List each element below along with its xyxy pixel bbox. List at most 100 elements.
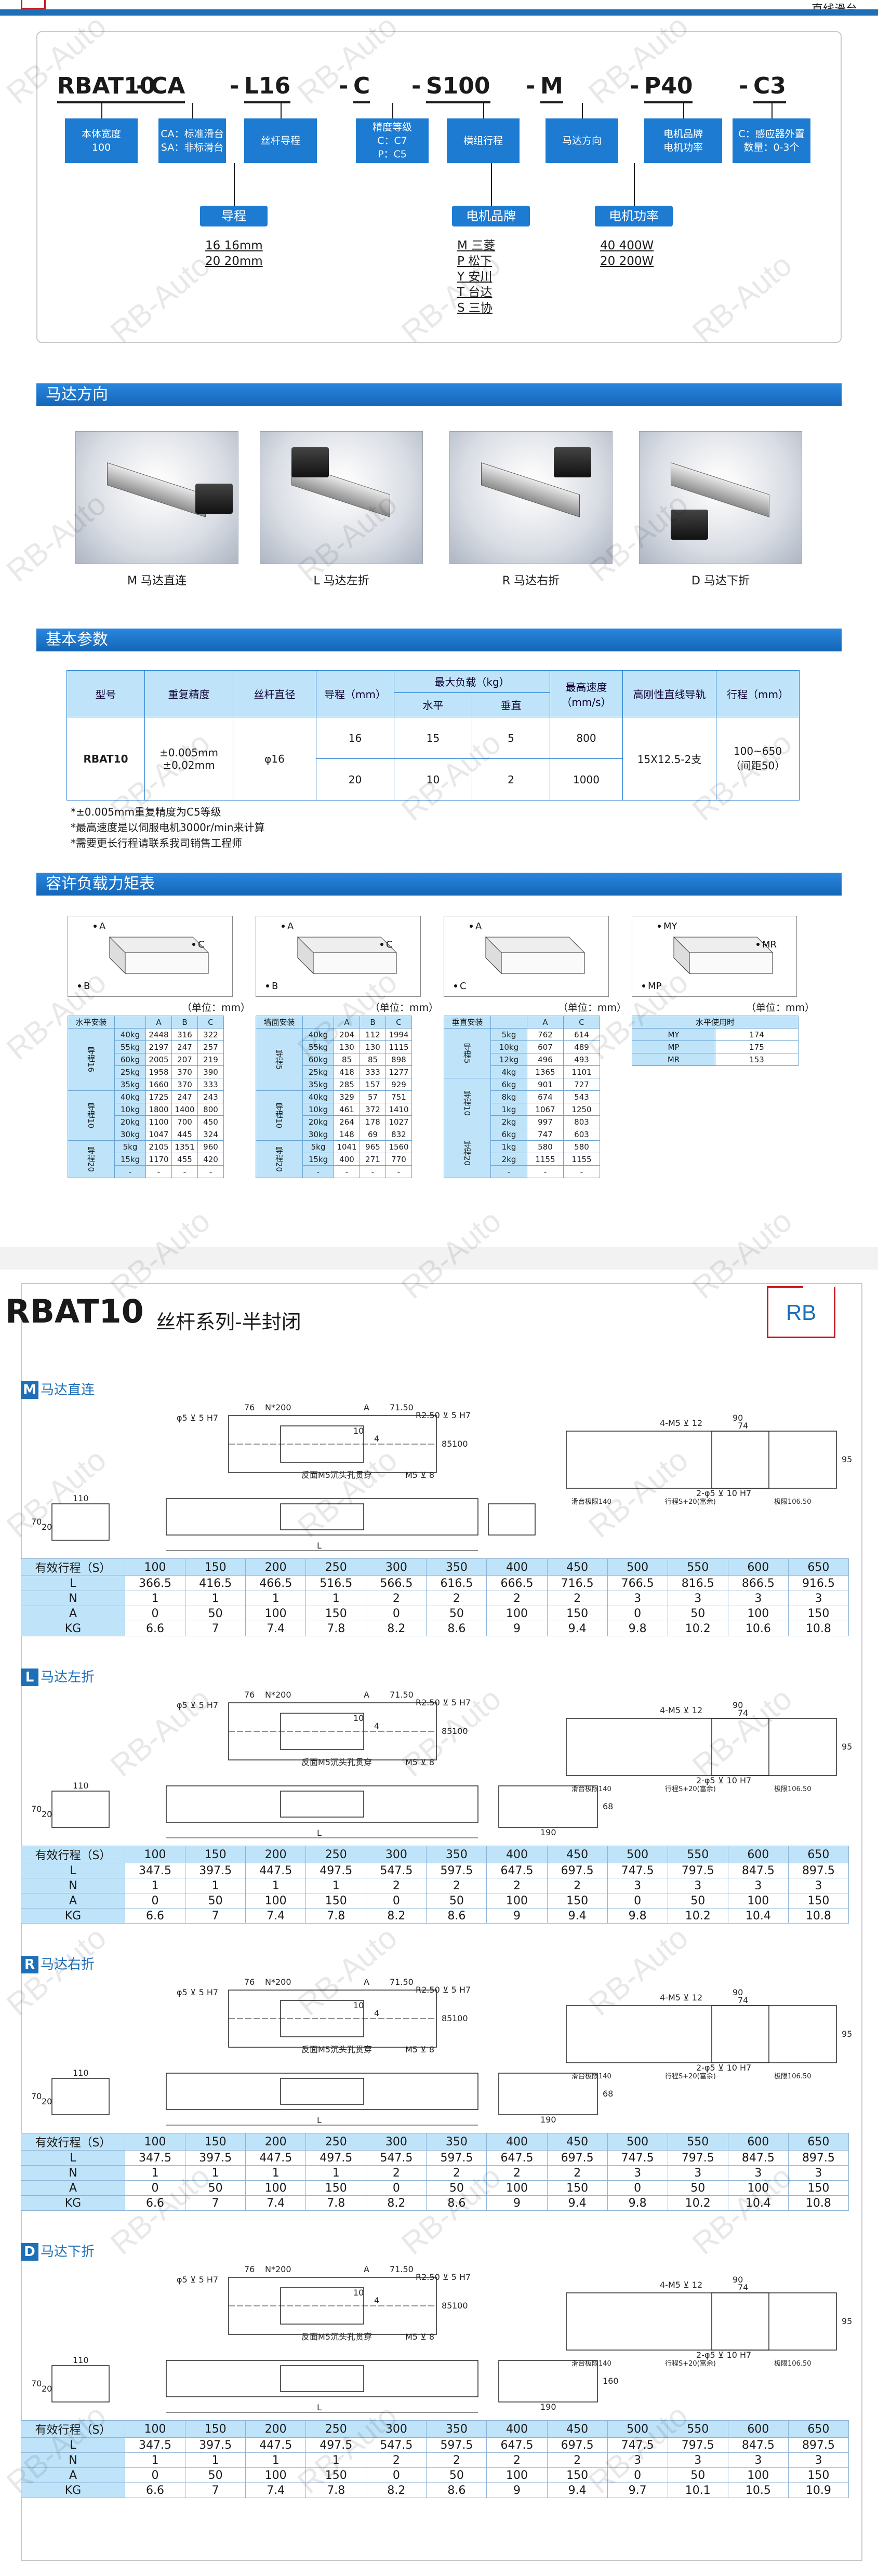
variant-name-L: 马达左折 [41,1670,95,1685]
cell-guide: 15X12.5-2支 [622,717,716,800]
dim-95: 95 [842,2029,852,2039]
variant-name-D: 马达下折 [41,2244,95,2260]
variant-tag-M: M [21,1381,38,1399]
side-view-body [166,2360,478,2397]
load-table-cell: 580 [527,1140,564,1153]
end-view-body [51,2078,110,2115]
variant-name-M: 马达直连 [41,1382,95,1398]
sub-connector-power [634,163,635,207]
dims-cell: 50 [667,2180,728,2196]
side-view-slider [280,1791,364,1818]
load-table-cell: 333 [360,1065,386,1078]
dim-counterbore-note: 反面M5沉头孔贯穿 [301,1470,372,1480]
dim-20: 20 [42,2097,52,2106]
dims-cell: 9.8 [607,1908,668,1924]
load-table-th: A [334,1016,360,1029]
dims-cell: 3 [607,2165,668,2181]
dims-cell: 100 [245,2467,307,2483]
load-table-cell: 700 [171,1115,198,1128]
dims-cell: 0 [366,2467,427,2483]
dims-stroke-cell: 300 [366,1558,427,1576]
dims-cell: 2 [426,1591,487,1606]
model-code-seg-3: C [353,73,370,103]
variant-tag-L: L [21,1669,38,1686]
dims-cell: 1 [245,1591,307,1606]
load-diagram-svg: ABC [78,921,209,992]
load-table-cell: 10kg [114,1103,146,1116]
dim-counterbore-note: 反面M5沉头孔贯穿 [301,2332,372,2342]
note-1: *±0.005mm重复精度为C5等级 [71,806,221,818]
sub-head-power: 电机功率 [595,206,673,226]
dims-cell: 3 [667,1878,728,1893]
dim-4m5: 4-M5 ⊻ 12 [660,2280,702,2290]
model-code-label-line: C：感应器外置 [738,128,805,140]
dims-stroke-cell: 500 [607,1846,668,1863]
dims-cell: 8.6 [426,2482,487,2498]
dim-70: 70 [31,2091,42,2101]
diagram-label: A [287,921,294,932]
motor-caption-0: M 马达直连 [127,575,187,588]
dims-cell: 0 [607,1893,668,1908]
dims-cell: 10.1 [667,2482,728,2498]
load-table-cell: 1155 [563,1153,600,1166]
dims-row-label: N [21,1591,125,1606]
cell-repeat: ±0.005mm ±0.02mm [144,717,233,800]
load-table-cell: 370 [171,1078,198,1091]
dims-cell: 3 [727,1591,789,1606]
dims-cell: 897.5 [788,2437,849,2453]
dims-cell: 100 [486,2467,548,2483]
load-table-cell: - [385,1165,412,1178]
dims-row-label: KG [21,1621,125,1636]
dims-cell: 3 [607,2452,668,2468]
dim-70: 70 [31,2379,42,2388]
dim-limit-10650: 极限106.50 [774,1498,812,1506]
side-view-slider [280,2078,364,2105]
page2-subtitle: 丝杆系列-半封闭 [156,1311,301,1333]
diagram-side-face [485,936,502,975]
dims-cell: 50 [667,1893,728,1908]
load-table-cell: 580 [563,1140,600,1153]
dims-cell: 797.5 [667,1863,728,1878]
model-code-label-line: 本体宽度 [81,128,121,140]
dim-l: L [317,2403,322,2412]
diagram-label: B [84,981,90,992]
load-table-cell: 153 [715,1053,799,1066]
page-divider [0,1247,878,1270]
load-table-cell: 112 [360,1028,386,1041]
dim-7150: 71.50 [390,1690,414,1700]
dim-a: A [364,1690,369,1700]
dims-cell: 150 [788,2180,849,2196]
dims-cell: 150 [305,2467,367,2483]
dims-stroke-cell: 200 [245,1558,307,1576]
diagram-label-dot [658,925,661,928]
load-table-cell: 960 [197,1140,224,1153]
model-code-connector-1 [192,103,193,118]
load-table-cell: 1277 [385,1065,412,1078]
dims-cell: 150 [788,2467,849,2483]
load-diagram-svg: AC [454,921,586,992]
variant-name-R: 马达右折 [41,1957,95,1972]
top-view-slider [280,1425,364,1463]
dims-cell: 6.6 [124,2195,186,2211]
diagram-label: MY [663,921,678,932]
right-view-slider [711,2292,769,2351]
load-table-cell: - [563,1165,600,1178]
dims-cell: 666.5 [486,1576,548,1591]
dims-cell: 2 [547,1878,608,1893]
load-table-cell: 243 [197,1090,224,1103]
load-table-cell: - [145,1165,172,1178]
load-table-cell: 40kg [302,1028,334,1041]
